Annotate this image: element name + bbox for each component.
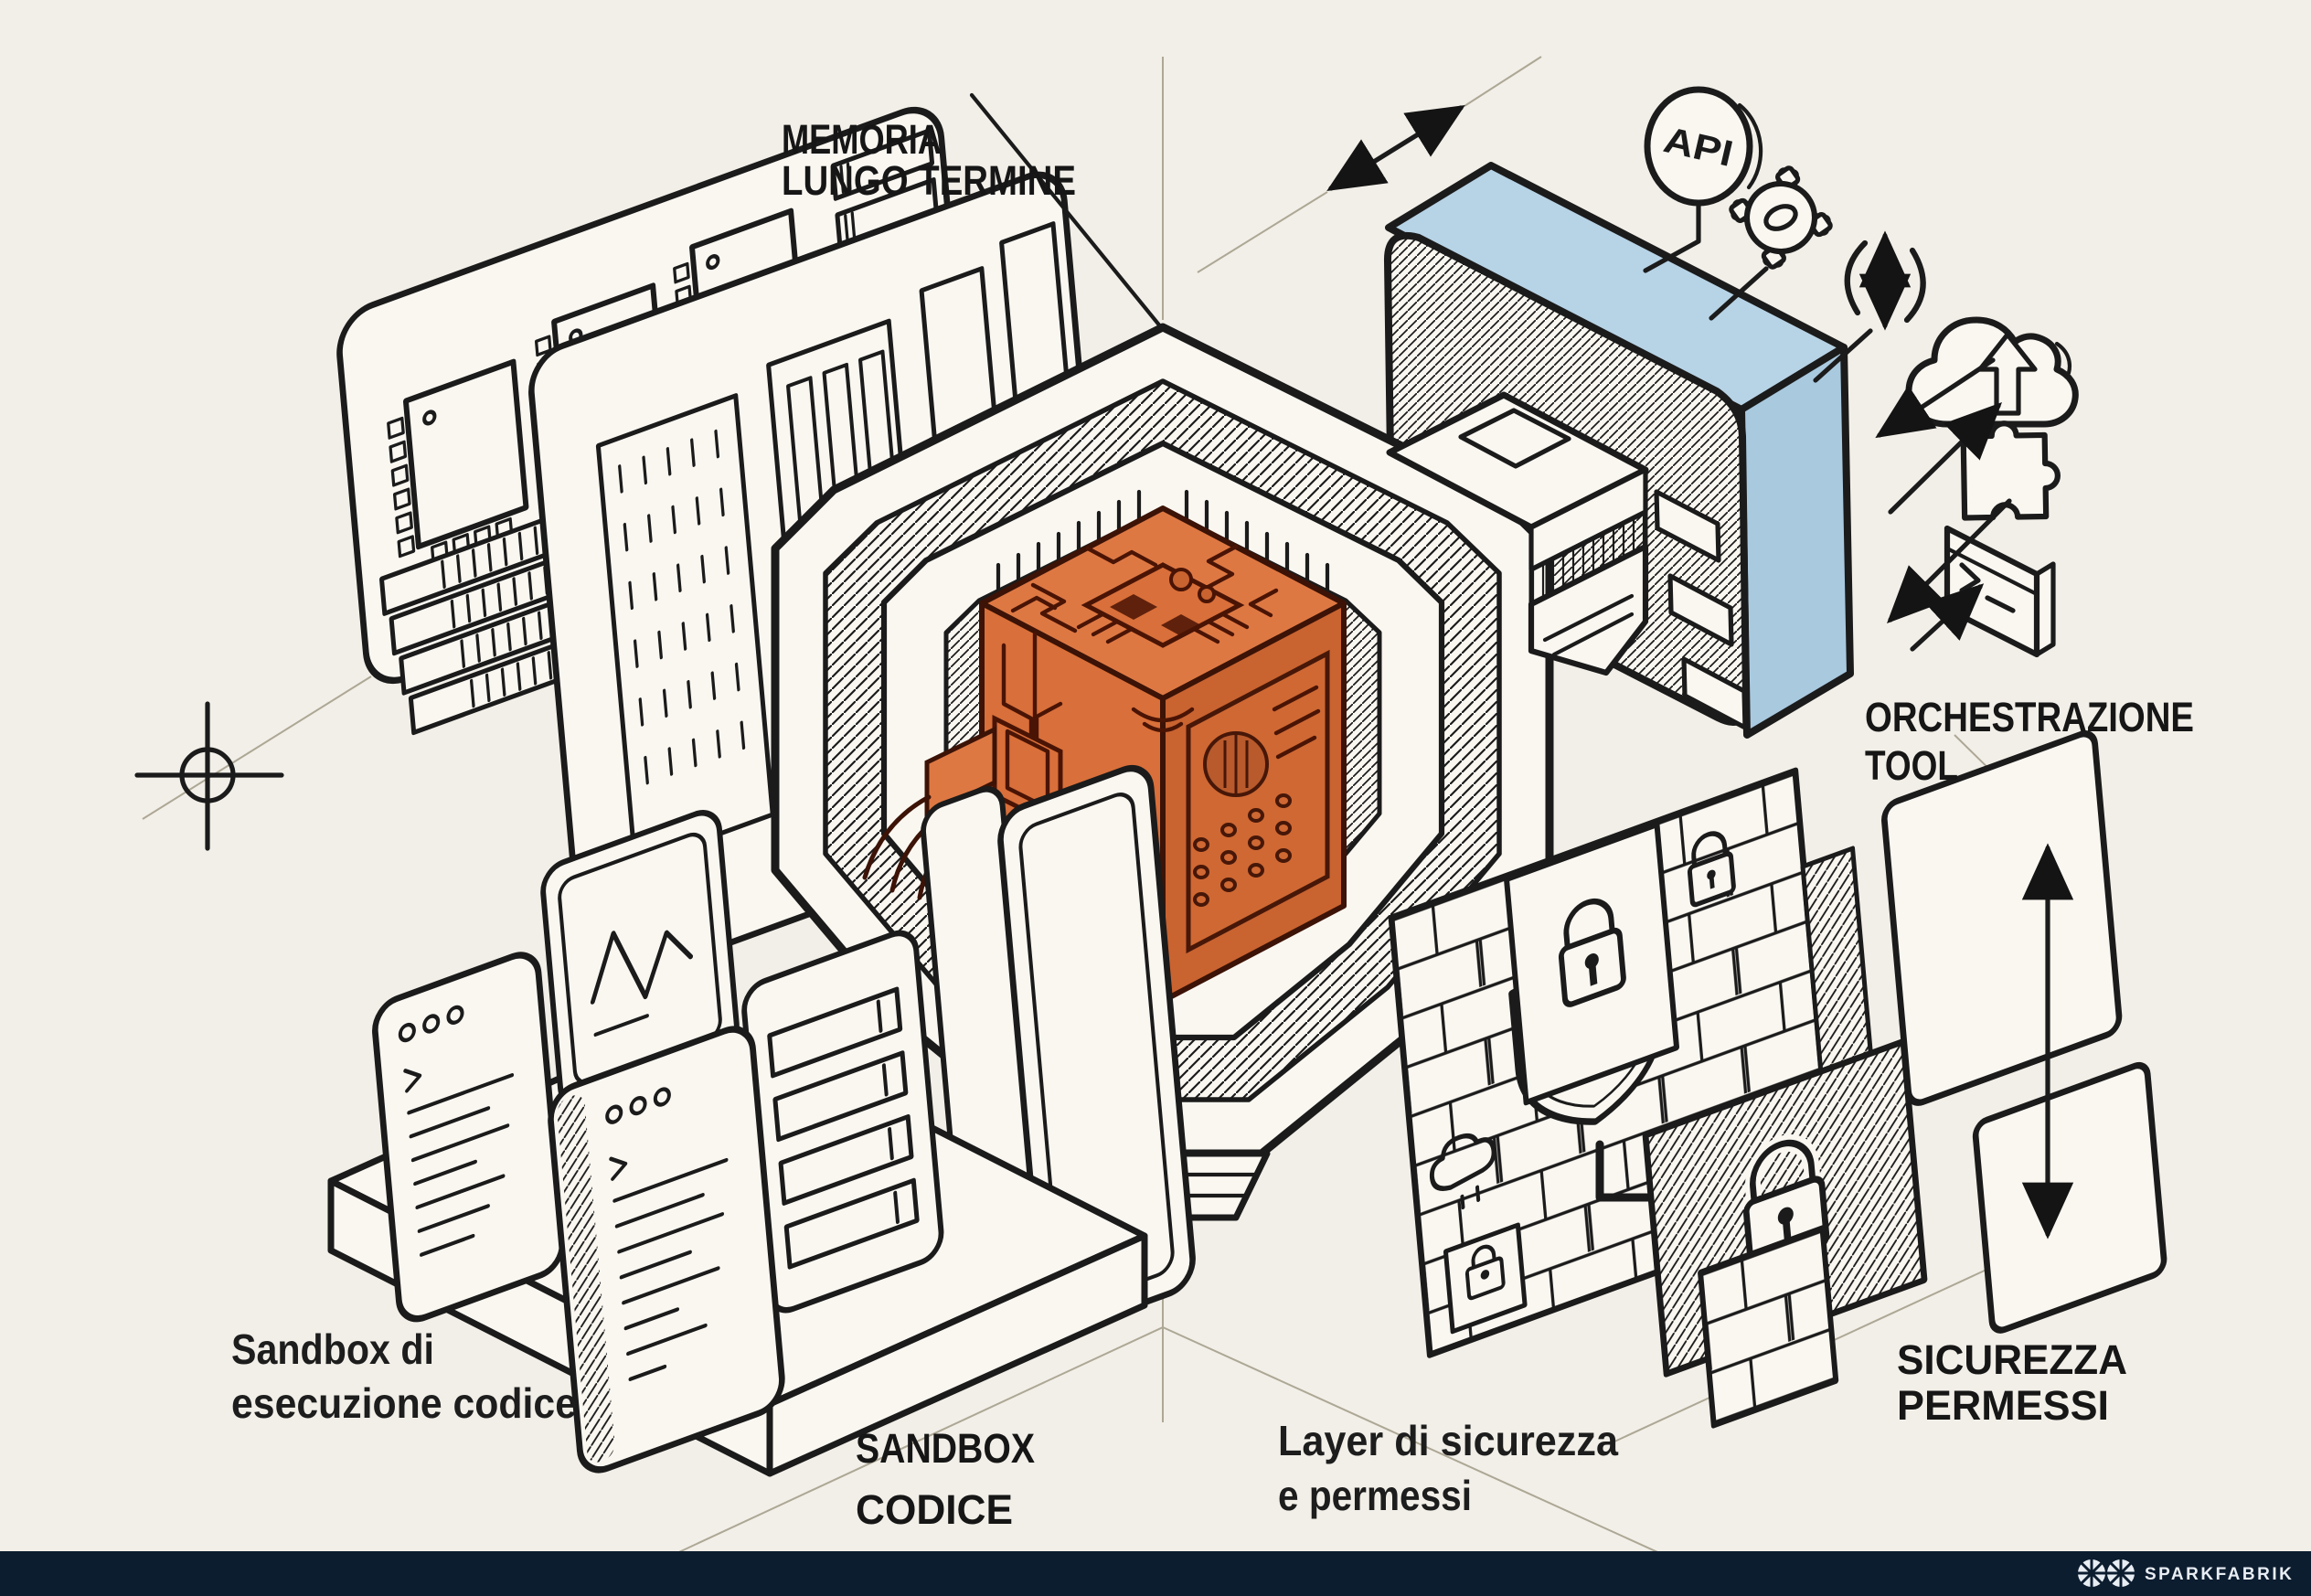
padlock-icon <box>1687 831 1736 908</box>
sparkfabrik-logo-icon <box>2078 1559 2135 1587</box>
cloud-upload-icon <box>1905 316 2079 428</box>
cloud-icon <box>1429 1133 1496 1210</box>
security-caption-line2: e permessi <box>1278 1472 1472 1519</box>
sandbox-label-line2: CODICE <box>856 1486 1013 1533</box>
security-label-line1: SICUREZZA <box>1897 1336 2127 1383</box>
sandbox-platform-side <box>766 1232 1148 1477</box>
sandbox-label-line1: SANDBOX <box>856 1425 1035 1472</box>
padlock-panel <box>1443 1222 1528 1335</box>
sandbox-caption-line1: Sandbox di <box>231 1325 434 1373</box>
circuit-cube <box>862 505 1347 1004</box>
terminal-window-1 <box>372 952 566 1323</box>
sparkfabrik-brand: SPARKFABRIK <box>2145 1565 2294 1584</box>
security-caption-line1: Layer di sicurezza <box>1278 1417 1618 1464</box>
exchange-arrows <box>1875 357 2012 652</box>
sandbox-caption-line2: esecuzione codice <box>231 1379 577 1427</box>
memory-label-line1: MEMORIA <box>782 116 942 163</box>
orchestration-label-line1: ORCHESTRAZIONE <box>1865 694 2194 740</box>
labels: MEMORIA LUNGO TERMINE ORCHESTRAZIONE TOO… <box>231 116 2194 1533</box>
sync-arrows-icon <box>1813 230 1926 383</box>
terminal-window-2 <box>548 1026 785 1474</box>
terminal-window-list <box>741 930 944 1314</box>
dimension-arrow-top <box>1326 105 1465 191</box>
footer-bar: SPARKFABRIK <box>0 1551 2311 1596</box>
slab-slot <box>1654 489 1721 563</box>
orchestration-label-line2: TOOL <box>1865 742 1958 789</box>
code-sandbox <box>327 765 1196 1477</box>
machine-right-arm <box>1386 391 1649 676</box>
security-label-line2: PERMESSI <box>1897 1382 2109 1429</box>
slab-slot <box>1681 656 1748 730</box>
brick-column <box>1698 1225 1839 1429</box>
crosshair-icon <box>134 701 284 851</box>
cube-side-panel <box>1186 649 1330 954</box>
security-layer <box>1388 730 2167 1429</box>
gear-icon <box>1709 165 1833 321</box>
padlock-panel-mid <box>1504 821 1679 1106</box>
memory-label-line2: LUNGO TERMINE <box>782 157 1076 204</box>
terminal-icon <box>1944 525 2056 658</box>
slab-slot <box>1667 573 1734 647</box>
api-badge: API <box>1643 86 1763 273</box>
slab-right-face <box>1738 344 1854 739</box>
